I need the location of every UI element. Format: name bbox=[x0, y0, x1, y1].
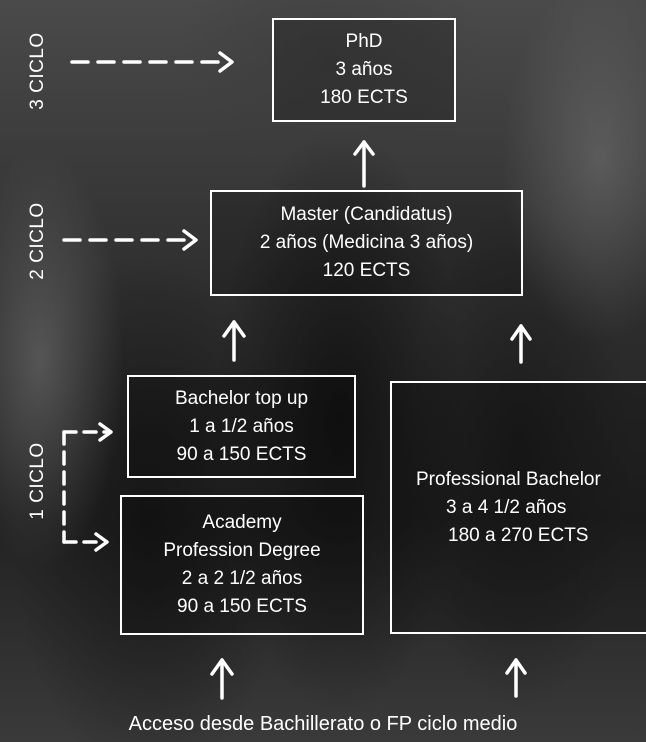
dashed-arrow-to-phd-head bbox=[218, 51, 234, 73]
arrow-master-to-phd-head bbox=[353, 140, 375, 156]
academy-duration: 2 a 2 1/2 años bbox=[181, 568, 303, 589]
phd-box: PhD 3 años 180 ECTS bbox=[272, 18, 456, 122]
dashed-arrow-to-master-head bbox=[182, 229, 198, 251]
academy-credits: 90 a 150 ECTS bbox=[177, 596, 307, 617]
arrow-access-to-professional-head bbox=[505, 658, 527, 675]
arrow-access-to-academy-head bbox=[210, 658, 234, 676]
bachelor-top-up-box: Bachelor top up 1 a 1/2 años 90 a 150 EC… bbox=[127, 375, 356, 478]
master-duration: 2 años (Medicina 3 años) bbox=[259, 232, 474, 253]
master-box: Master (Candidatus) 2 años (Medicina 3 a… bbox=[210, 190, 523, 296]
academy-subtitle: Profession Degree bbox=[163, 540, 321, 561]
phd-credits: 180 ECTS bbox=[320, 87, 408, 108]
bachelor-top-up-duration: 1 a 1/2 años bbox=[189, 415, 294, 437]
professional-bachelor-title: Professional Bachelor bbox=[416, 468, 601, 490]
academy-title: Academy bbox=[202, 512, 282, 533]
professional-bachelor-box: Professional Bachelor 3 a 4 1/2 años 180… bbox=[390, 381, 646, 634]
access-footer-text: Acceso desde Bachillerato o FP ciclo med… bbox=[128, 713, 518, 735]
professional-bachelor-credits: 180 a 270 ECTS bbox=[448, 524, 589, 546]
academy-profession-degree-box: Academy Profession Degree 2 a 2 1/2 años… bbox=[120, 495, 364, 635]
master-credits: 120 ECTS bbox=[322, 260, 411, 281]
bachelor-top-up-credits: 90 a 150 ECTS bbox=[176, 443, 307, 465]
phd-title: PhD bbox=[345, 31, 383, 52]
bachelor-top-up-title: Bachelor top up bbox=[174, 387, 309, 409]
bracket-to-bachelor-top-up-head bbox=[98, 422, 113, 442]
master-title: Master (Candidatus) bbox=[280, 204, 453, 225]
professional-bachelor-duration: 3 a 4 1/2 años bbox=[446, 496, 567, 518]
bracket-to-academy-head bbox=[94, 532, 109, 552]
arrow-top-up-to-master-head bbox=[222, 320, 246, 338]
phd-duration: 3 años bbox=[335, 59, 393, 80]
arrow-professional-to-master-head bbox=[510, 324, 532, 341]
